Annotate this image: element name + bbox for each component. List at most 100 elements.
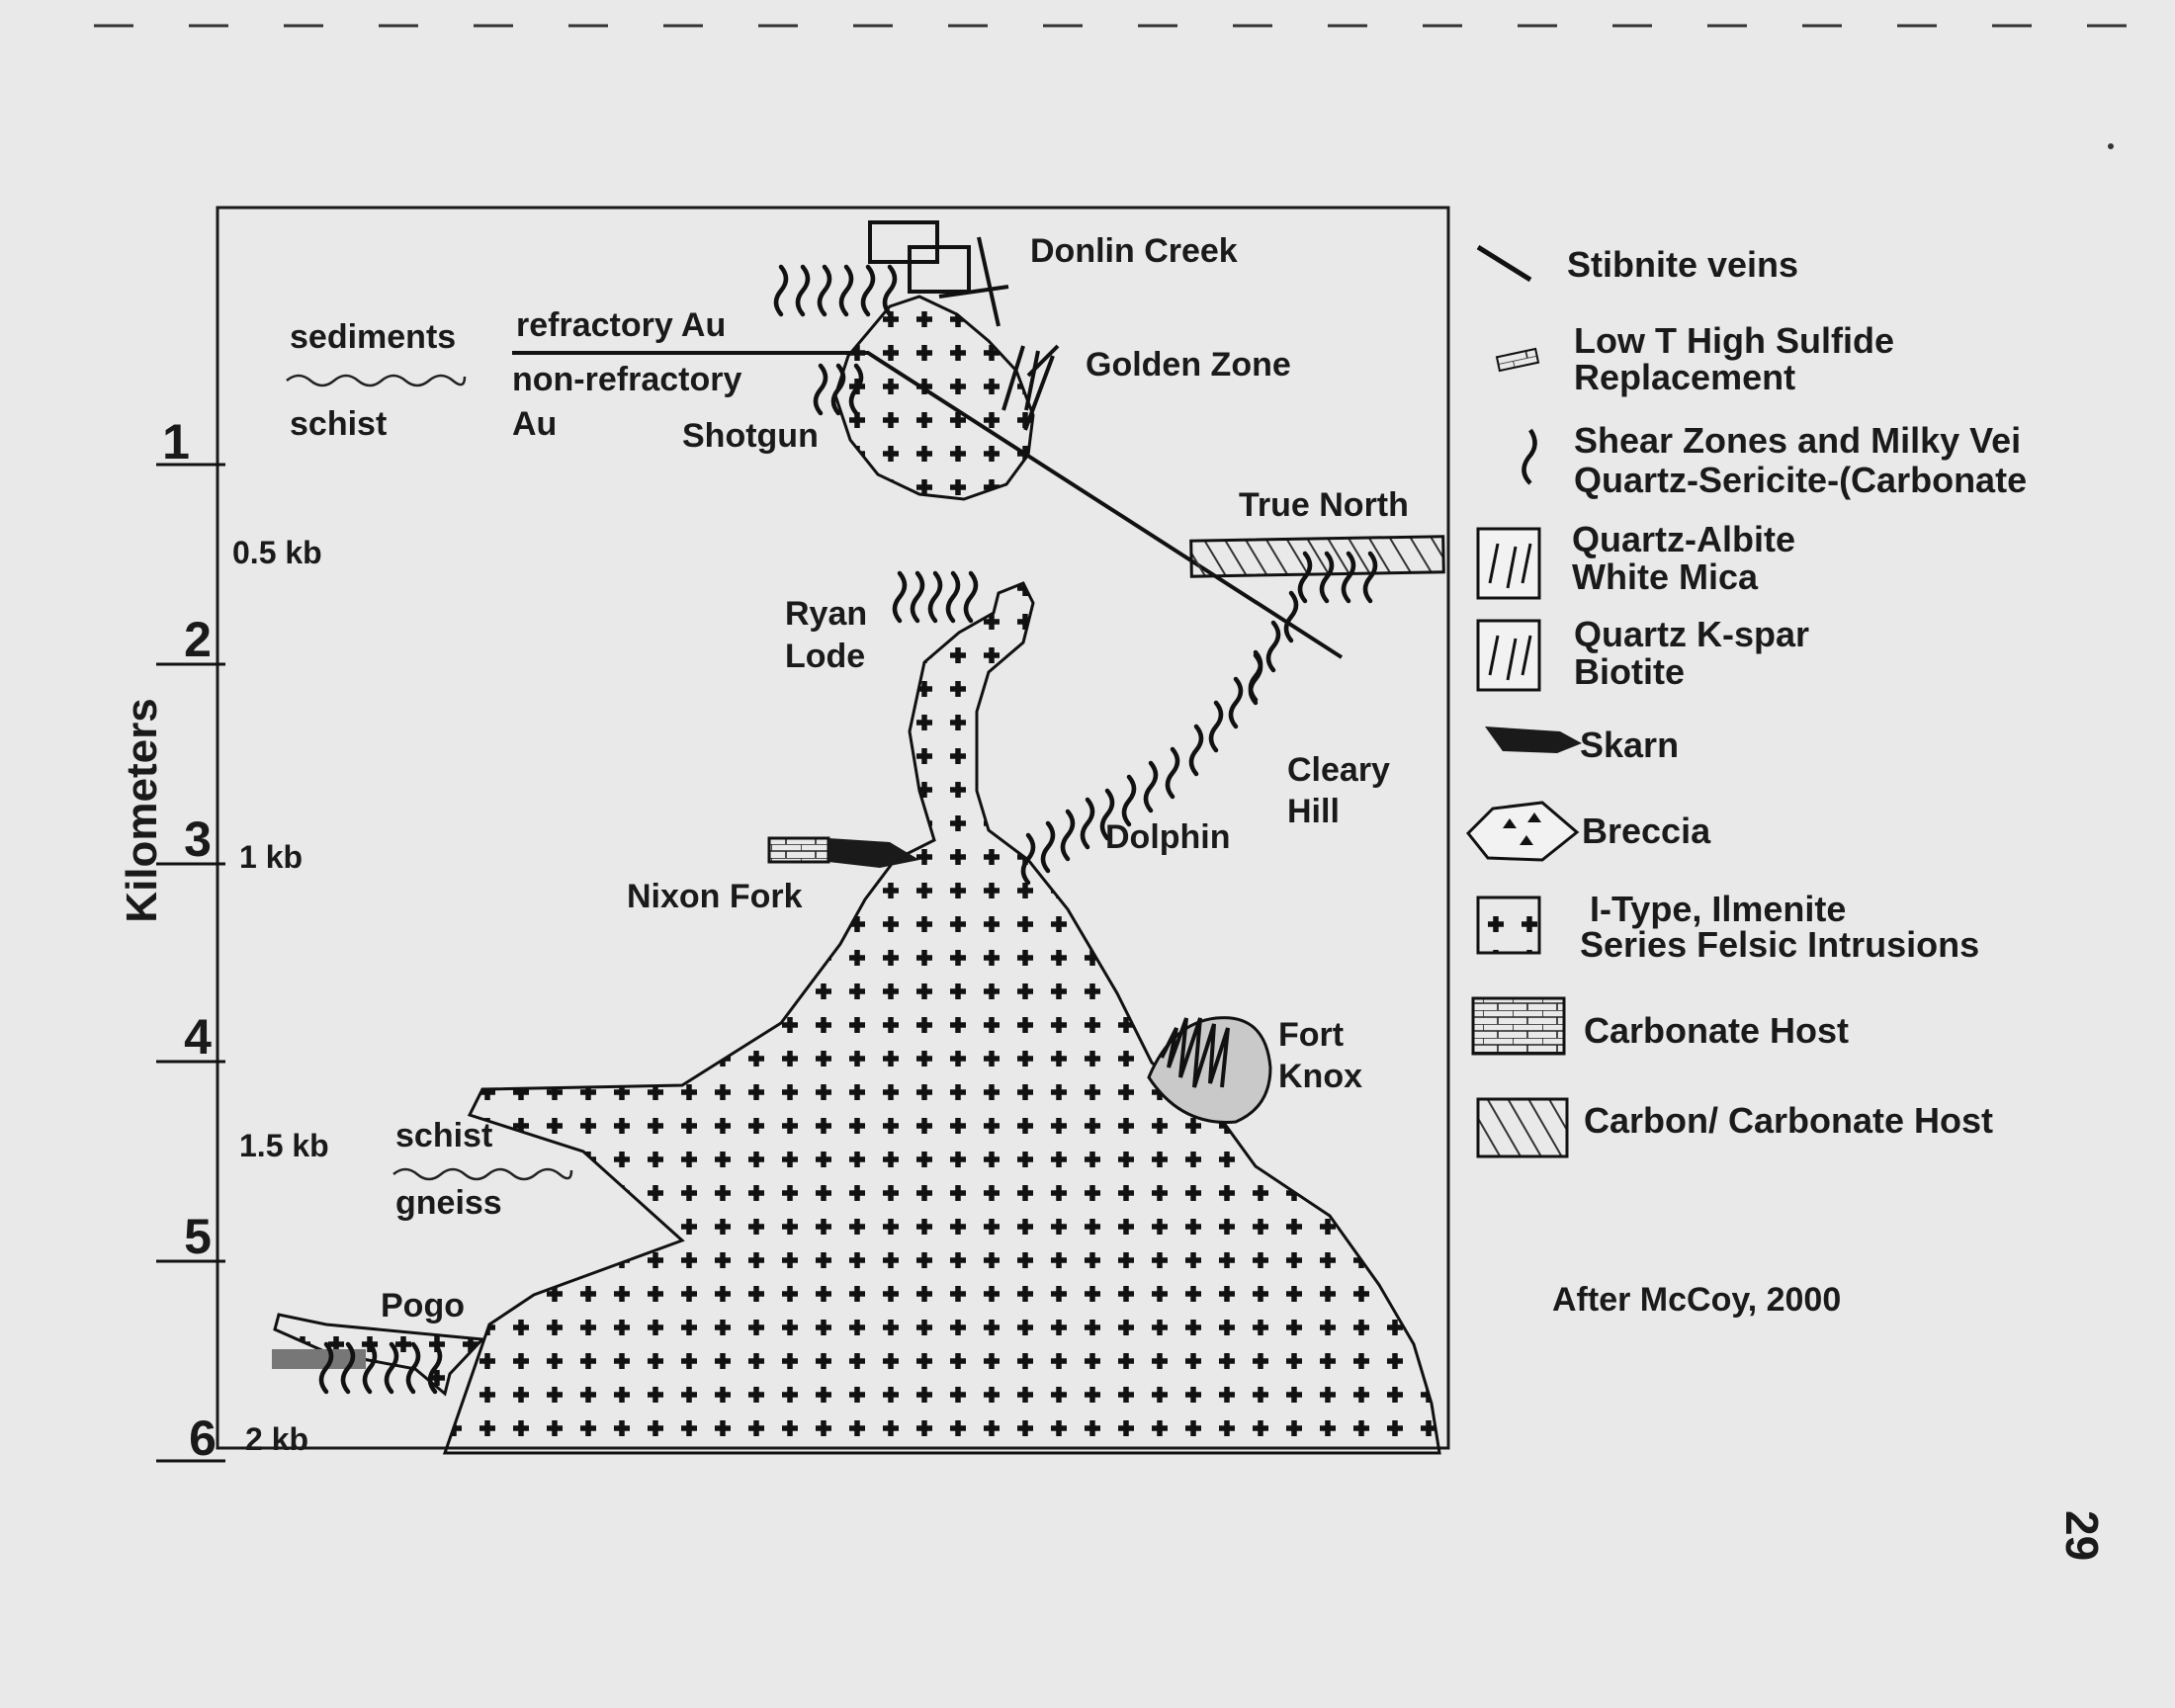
legend-carbonate-label: Carbonate Host (1584, 1010, 1849, 1051)
upper-contact-wave (286, 374, 467, 387)
legend-carbon-carbonate-symbol (1476, 1097, 1569, 1158)
sediments-label: sediments (290, 318, 456, 356)
schist-lower-label: schist (395, 1117, 492, 1154)
shear-vein (830, 363, 846, 416)
shear-vein (1283, 590, 1299, 643)
legend-shear-label-line2: Quartz-Sericite-(Carbonate (1574, 460, 2027, 500)
shear-vein (1341, 551, 1356, 604)
legend-shear-symbol (1522, 428, 1537, 485)
shear-vein (817, 264, 832, 317)
legend-breccia-clasts (1503, 812, 1541, 845)
depth-tick-6: 6 (189, 1410, 217, 1466)
depth-tick-5: 5 (184, 1209, 212, 1264)
legend-carbonate-symbol (1471, 996, 1566, 1056)
depth-ticks (156, 463, 225, 1463)
cleary-hill-label-line2: Hill (1287, 793, 1340, 830)
golden-zone-label: Golden Zone (1086, 346, 1291, 384)
nixon-fork-label: Nixon Fork (627, 878, 803, 915)
legend-quartz-kspar-lines (1488, 635, 1532, 681)
shear-vein (910, 570, 925, 624)
shear-vein (1099, 788, 1115, 841)
legend: Stibnite veins Low T High Sulfide Replac… (1465, 244, 2027, 1158)
fort-knox-veins (1160, 1017, 1230, 1088)
legend-breccia-label: Breccia (1582, 811, 1711, 851)
non-refractory-au-label: Au (512, 405, 557, 443)
golden-zone-veins (1001, 344, 1060, 431)
legend-shear-label-line1: Shear Zones and Milky Vei (1574, 420, 2021, 461)
shear-vein (1080, 797, 1095, 850)
shear-vein (318, 1341, 334, 1395)
donlin-creek-boxwork (868, 220, 1009, 327)
shotgun-label: Shotgun (682, 417, 819, 455)
legend-skarn-symbol (1485, 726, 1582, 753)
page-number: 29 (2056, 1510, 2108, 1561)
shear-vein (1208, 700, 1224, 753)
shear-vein (945, 570, 961, 624)
refractory-au-label: refractory Au (516, 306, 726, 344)
shear-vein (427, 1341, 443, 1395)
fort-knox-label-line2: Knox (1278, 1058, 1362, 1095)
shear-vein (1228, 676, 1244, 729)
shear-vein (362, 1341, 378, 1395)
legend-quartz-albite-label-line1: Quartz-Albite (1572, 519, 1795, 559)
legend-stibnite-label: Stibnite veins (1567, 244, 1798, 285)
legend-breccia-symbol (1465, 801, 1580, 862)
legend-itype-label-line1: I-Type, Ilmenite (1590, 889, 1846, 929)
dolphin-label: Dolphin (1105, 818, 1231, 856)
depth-tick-3: 3 (184, 811, 212, 867)
ryan-lode-label-line2: Lode (785, 638, 865, 675)
shear-vein (1265, 620, 1281, 673)
true-north-host-slab (1189, 535, 1445, 578)
nixon-fork-skarn (828, 838, 919, 868)
fort-knox-label-line1: Fort (1278, 1016, 1344, 1054)
shear-vein (848, 363, 864, 416)
legend-skarn-label: Skarn (1580, 725, 1679, 765)
ryan-lode-label-line1: Ryan (785, 595, 867, 633)
pressure-1kb: 1 kb (239, 839, 303, 875)
shear-vein (1165, 746, 1180, 800)
pogo-label: Pogo (381, 1287, 465, 1324)
depth-tick-4: 4 (184, 1009, 212, 1065)
donlin-creek-label: Donlin Creek (1030, 232, 1238, 270)
shear-vein (927, 570, 943, 624)
legend-low-t-label-line1: Low T High Sulfide (1574, 320, 1894, 361)
shear-vein (813, 363, 828, 416)
nixon-fork-carbonate-block (767, 836, 830, 864)
pressure-0-5kb: 0.5 kb (232, 535, 322, 570)
scan-speck (2108, 143, 2114, 149)
schist-upper-label: schist (290, 405, 387, 443)
true-north-label: True North (1239, 486, 1409, 524)
pogo-gneiss-band (272, 1349, 366, 1369)
shear-vein (384, 1341, 399, 1395)
gneiss-label: gneiss (395, 1184, 502, 1222)
legend-low-t-symbol (1495, 347, 1540, 373)
shear-vein (1248, 649, 1263, 703)
legend-quartz-kspar-symbol (1476, 619, 1541, 692)
pressure-1-5kb: 1.5 kb (239, 1128, 329, 1163)
shear-vein (1319, 551, 1335, 604)
shear-vein (773, 264, 789, 317)
legend-stibnite-symbol (1476, 244, 1532, 283)
shear-vein (882, 264, 898, 317)
shear-vein (340, 1341, 356, 1395)
legend-quartz-albite-lines (1488, 543, 1532, 589)
shear-vein (1188, 724, 1204, 777)
depth-tick-2: 2 (184, 612, 212, 667)
citation: After McCoy, 2000 (1552, 1281, 1841, 1319)
legend-low-t-label-line2: Replacement (1574, 357, 1795, 397)
shear-vein (838, 264, 854, 317)
shear-vein (1362, 551, 1378, 604)
shear-vein (860, 264, 876, 317)
legend-quartz-kspar-label-line1: Quartz K-spar (1574, 614, 1809, 654)
pressure-2kb: 2 kb (245, 1421, 308, 1457)
shear-vein (1040, 820, 1056, 874)
cleary-hill-label-line1: Cleary (1287, 751, 1390, 789)
non-refractory-label: non-refractory (512, 361, 741, 398)
shear-vein (963, 570, 979, 624)
legend-carbon-carbonate-label: Carbon/ Carbonate Host (1584, 1100, 1993, 1141)
lower-contact-wave (392, 1167, 573, 1181)
shear-vein (795, 264, 811, 317)
shear-zone-veins (318, 264, 1378, 1395)
shear-vein (405, 1341, 421, 1395)
